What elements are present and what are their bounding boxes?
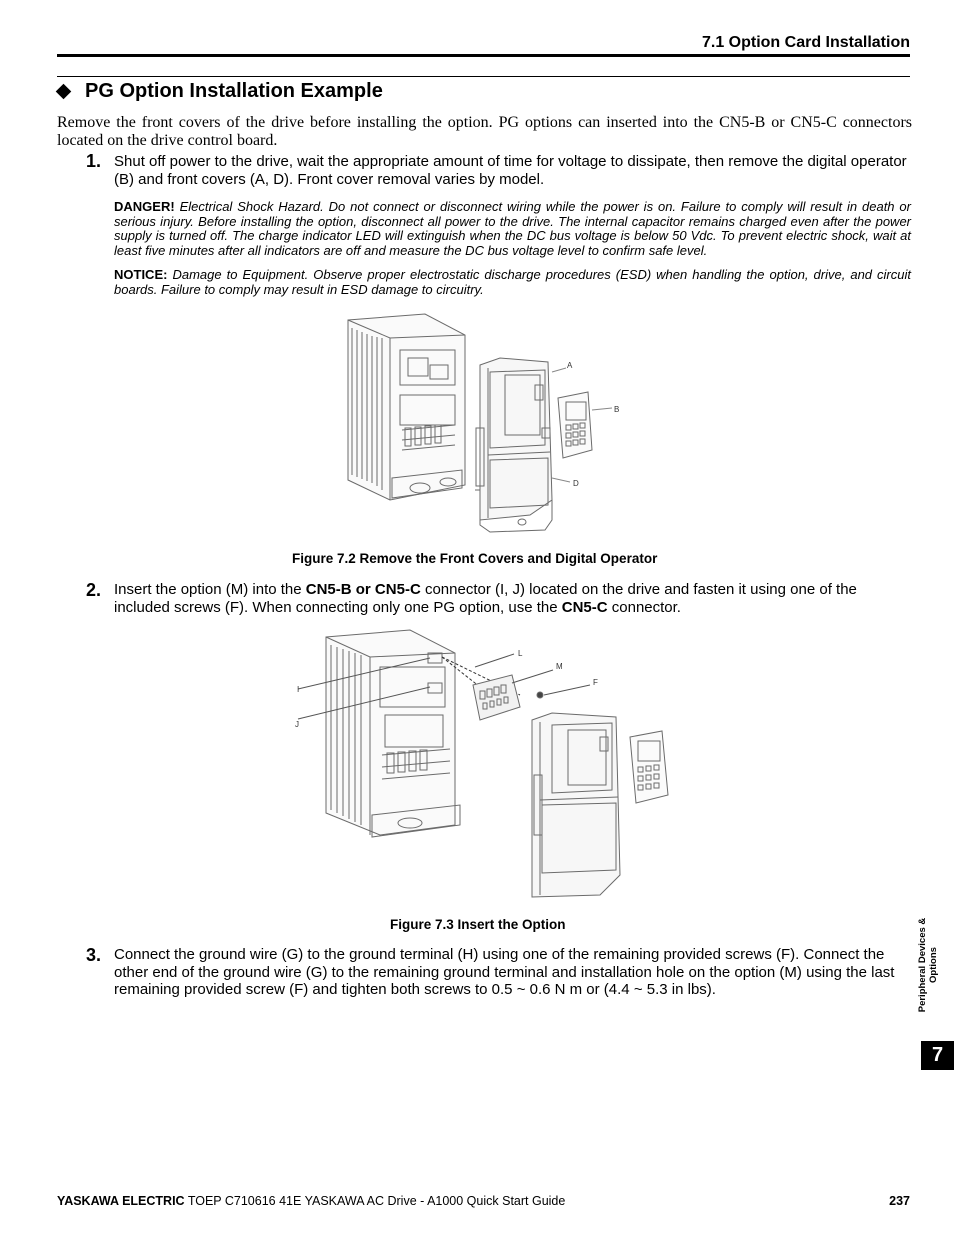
side-tab-label-line2: Options — [928, 947, 939, 983]
figure-7-2-label-a: A — [567, 361, 573, 370]
page-heading: PG Option Installation Example — [85, 80, 383, 102]
step-2-number: 2. — [86, 580, 102, 600]
step-2-text-part-1: Insert the option (M) into the — [114, 581, 306, 598]
figure-7-3-illustration: L M F I J — [295, 629, 669, 898]
danger-notice: DANGER! Electrical Shock Hazard. Do not … — [114, 199, 911, 258]
figure-7-2-illustration: A B D — [347, 313, 619, 533]
figure-7-3-label-i: I — [297, 685, 299, 694]
header-rule — [57, 54, 910, 57]
section-title: 7.1 Option Card Installation — [701, 34, 910, 51]
figure-7-3-label-f: F — [593, 678, 598, 687]
figure-7-2-label-b: B — [614, 405, 619, 414]
danger-text: Electrical Shock Hazard. Do not connect … — [114, 199, 911, 258]
figure-7-3-label-j: J — [295, 720, 299, 729]
figure-7-3-caption: Figure 7.3 Insert the Option — [390, 917, 566, 932]
equipment-notice: NOTICE: Damage to Equipment. Observe pro… — [114, 267, 911, 297]
step-2-text: Insert the option (M) into the CN5-B or … — [114, 581, 911, 616]
figure-7-3-label-l: L — [518, 649, 523, 658]
diamond-bullet-icon — [55, 83, 72, 100]
intro-paragraph: Remove the front covers of the drive bef… — [57, 114, 912, 149]
figure-7-3-label-m: M — [556, 662, 563, 671]
step-3-number: 3. — [86, 945, 102, 965]
chapter-tab: 7 — [921, 1041, 954, 1070]
danger-label: DANGER! — [114, 199, 175, 214]
footer-doc-title: TOEP C710616 41E YASKAWA AC Drive - A100… — [184, 1194, 566, 1208]
step-2-connector-bold-2: CN5-C — [561, 598, 608, 616]
step-2-text-part-3: connector. — [607, 598, 681, 616]
step-1-number: 1. — [86, 151, 102, 171]
step-2-connector-bold: CN5-B or CN5-C — [305, 581, 421, 598]
figure-7-2-caption: Figure 7.2 Remove the Front Covers and D… — [292, 551, 658, 566]
figure-7-2-label-d: D — [573, 479, 579, 488]
step-2-text-part-2: connector (I, J) located on the drive an… — [114, 581, 857, 616]
notice-label: NOTICE: — [114, 267, 168, 282]
side-tab-label: Peripheral Devices & Options — [917, 905, 939, 1025]
footer-brand: YASKAWA ELECTRIC — [57, 1194, 185, 1208]
notice-text: Damage to Equipment. Observe proper elec… — [114, 267, 911, 297]
footer-document-info: YASKAWA ELECTRIC TOEP C710616 41E YASKAW… — [57, 1194, 565, 1208]
page-number: 237 — [889, 1194, 910, 1208]
header-subrule — [57, 76, 910, 77]
side-tab-label-line1: Peripheral Devices & — [917, 917, 928, 1013]
step-1-text: Shut off power to the drive, wait the ap… — [114, 153, 907, 188]
step-3-text: Connect the ground wire (G) to the groun… — [114, 946, 895, 998]
